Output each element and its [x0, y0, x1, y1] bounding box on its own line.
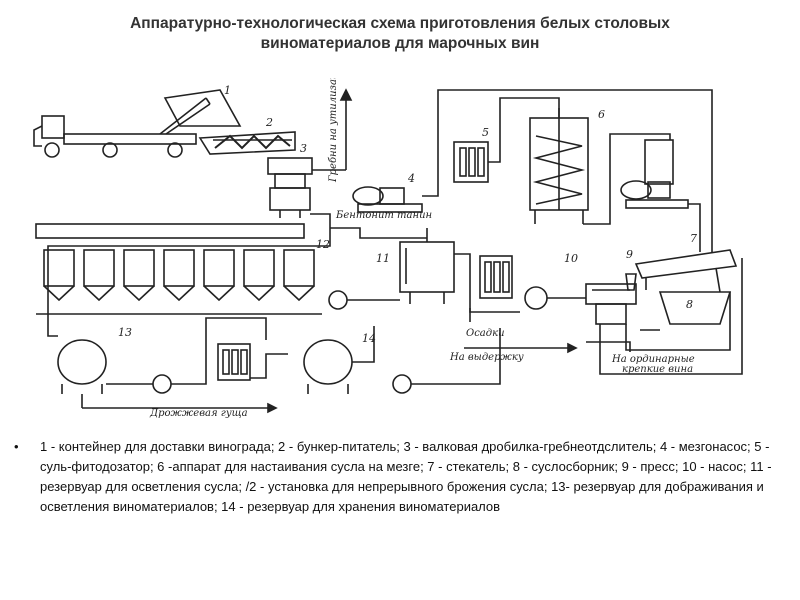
- scheme-drawing: 1 2 3 4 5 6 7 8 9 10 11 12 13 14 Гребни …: [33, 57, 743, 419]
- pump-11-icon: [328, 290, 348, 310]
- must-collector-8-icon: [658, 291, 732, 325]
- label-7: 7: [690, 232, 697, 245]
- legend: • 1 - контейнер для доставки винограда; …: [14, 437, 774, 517]
- label-3: 3: [300, 142, 307, 155]
- crusher-3-icon: [267, 157, 313, 218]
- label-1: 1: [224, 84, 231, 97]
- label-9: 9: [626, 248, 633, 261]
- label-12: 12: [316, 238, 330, 251]
- fermentation-unit-12-icon: [35, 223, 322, 315]
- pump-10-icon: [524, 286, 548, 310]
- title-line-1: Аппаратурно-технологическая схема пригот…: [130, 15, 670, 32]
- label-14: 14: [362, 332, 376, 345]
- label-11: 11: [376, 252, 390, 265]
- legend-bullet: •: [14, 439, 19, 454]
- pump-6-icon: [620, 139, 689, 209]
- mash-pump-4-icon: [352, 186, 423, 213]
- label-4: 4: [407, 172, 415, 185]
- label-13: 13: [118, 326, 132, 339]
- legend-text: 1 - контейнер для доставки винограда; 2 …: [40, 439, 772, 514]
- page-title: Аппаратурно-технологическая схема пригот…: [40, 14, 760, 54]
- process-scheme: 1 2 3 4 5 6 7 8 9 10 11 12 13 14 Гребни …: [30, 57, 750, 420]
- sulfite-doser-2-icon: [479, 255, 513, 299]
- infusion-apparatus-6-icon: [529, 108, 589, 224]
- press-9-icon: [585, 273, 637, 325]
- container-1-icon: [163, 89, 242, 127]
- label-5: 5: [482, 126, 489, 139]
- label-6: 6: [598, 108, 605, 121]
- pump-bottom-2-icon: [392, 374, 412, 394]
- drainer-7-icon: [634, 249, 738, 293]
- label-2: 2: [265, 116, 273, 129]
- title-line-2: виноматериалов для марочных вин: [260, 35, 540, 52]
- label-stems: Гребни на утилизацию: [328, 78, 339, 183]
- fermentation-tank-13-icon: [57, 339, 107, 394]
- label-ordinary-1: На ординарные: [611, 354, 695, 365]
- label-10: 10: [564, 252, 578, 265]
- label-8: 8: [686, 298, 693, 311]
- sulfite-doser-5-icon: [453, 141, 489, 183]
- label-sediment: Осадки: [466, 328, 505, 339]
- label-yeast: Дрожжевая гуща: [149, 408, 248, 419]
- label-bentonite: Бентонит танин: [335, 210, 432, 221]
- feed-bunker-2-icon: [198, 131, 296, 155]
- sulfite-doser-3-icon: [217, 343, 251, 381]
- label-aging: На выдержку: [449, 352, 524, 363]
- clarification-tank-11-icon: [399, 228, 455, 304]
- truck-icon: [33, 97, 211, 158]
- label-ordinary-2: крепкие вина: [622, 364, 693, 375]
- pump-bottom-1-icon: [152, 374, 172, 394]
- storage-tank-14-icon: [303, 339, 353, 394]
